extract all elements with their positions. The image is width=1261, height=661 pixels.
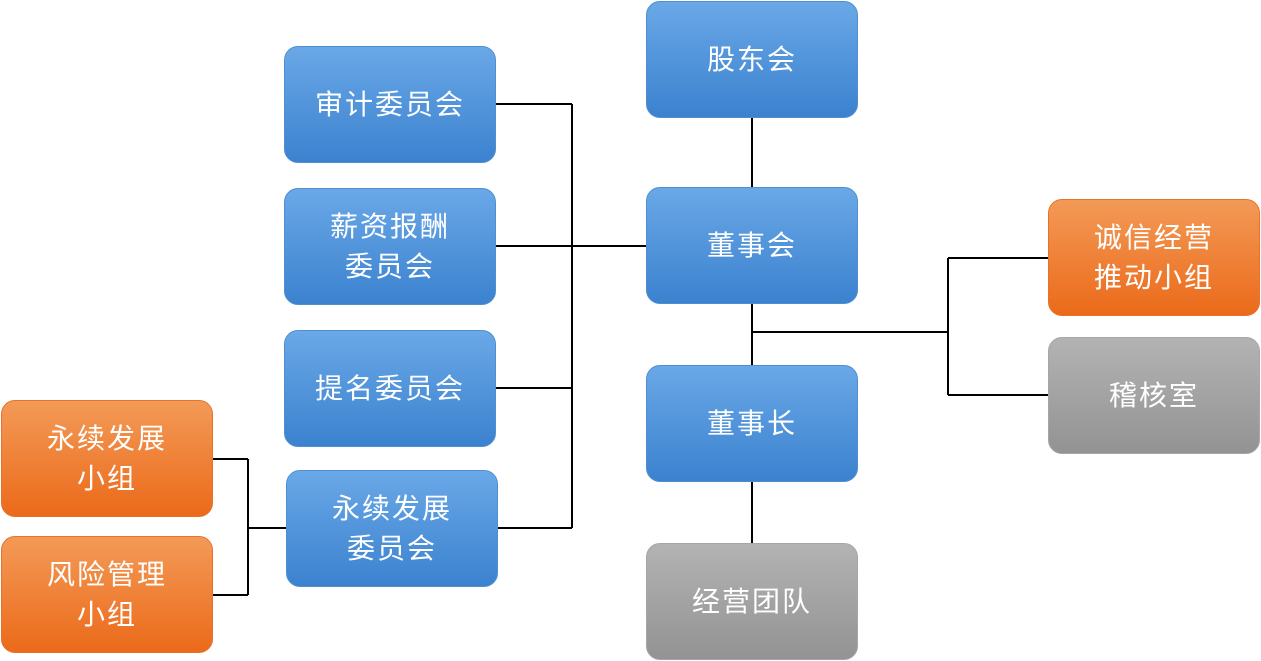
node-label: 董事长 — [706, 406, 797, 440]
node-risk-management-group: 风险管理 小组 — [1, 536, 213, 653]
node-label: 稽核室 — [1108, 378, 1199, 412]
node-sustainability-committee: 永续发展 委员会 — [286, 470, 498, 587]
node-label: 董事会 — [706, 228, 797, 262]
node-audit-committee: 审计委员会 — [284, 46, 496, 163]
node-label: 提名委员会 — [314, 371, 465, 405]
node-label: 永续发展 委员会 — [331, 491, 452, 565]
node-board-of-directors: 董事会 — [646, 187, 858, 304]
node-shareholders-meeting: 股东会 — [646, 1, 858, 118]
node-sustainability-group: 永续发展 小组 — [1, 400, 213, 517]
node-integrity-group: 诚信经营 推动小组 — [1048, 199, 1260, 316]
node-chairman: 董事长 — [646, 365, 858, 482]
node-label: 经营团队 — [691, 584, 812, 618]
node-label: 永续发展 小组 — [46, 421, 167, 495]
node-label: 诚信经营 推动小组 — [1093, 220, 1214, 294]
node-label: 股东会 — [706, 42, 797, 76]
node-nomination-committee: 提名委员会 — [284, 330, 496, 447]
node-compensation-committee: 薪资报酬 委员会 — [284, 188, 496, 305]
node-management-team: 经营团队 — [646, 543, 858, 660]
node-label: 风险管理 小组 — [46, 557, 167, 631]
node-audit-office: 稽核室 — [1048, 337, 1260, 454]
node-label: 审计委员会 — [314, 87, 465, 121]
node-label: 薪资报酬 委员会 — [329, 209, 450, 283]
